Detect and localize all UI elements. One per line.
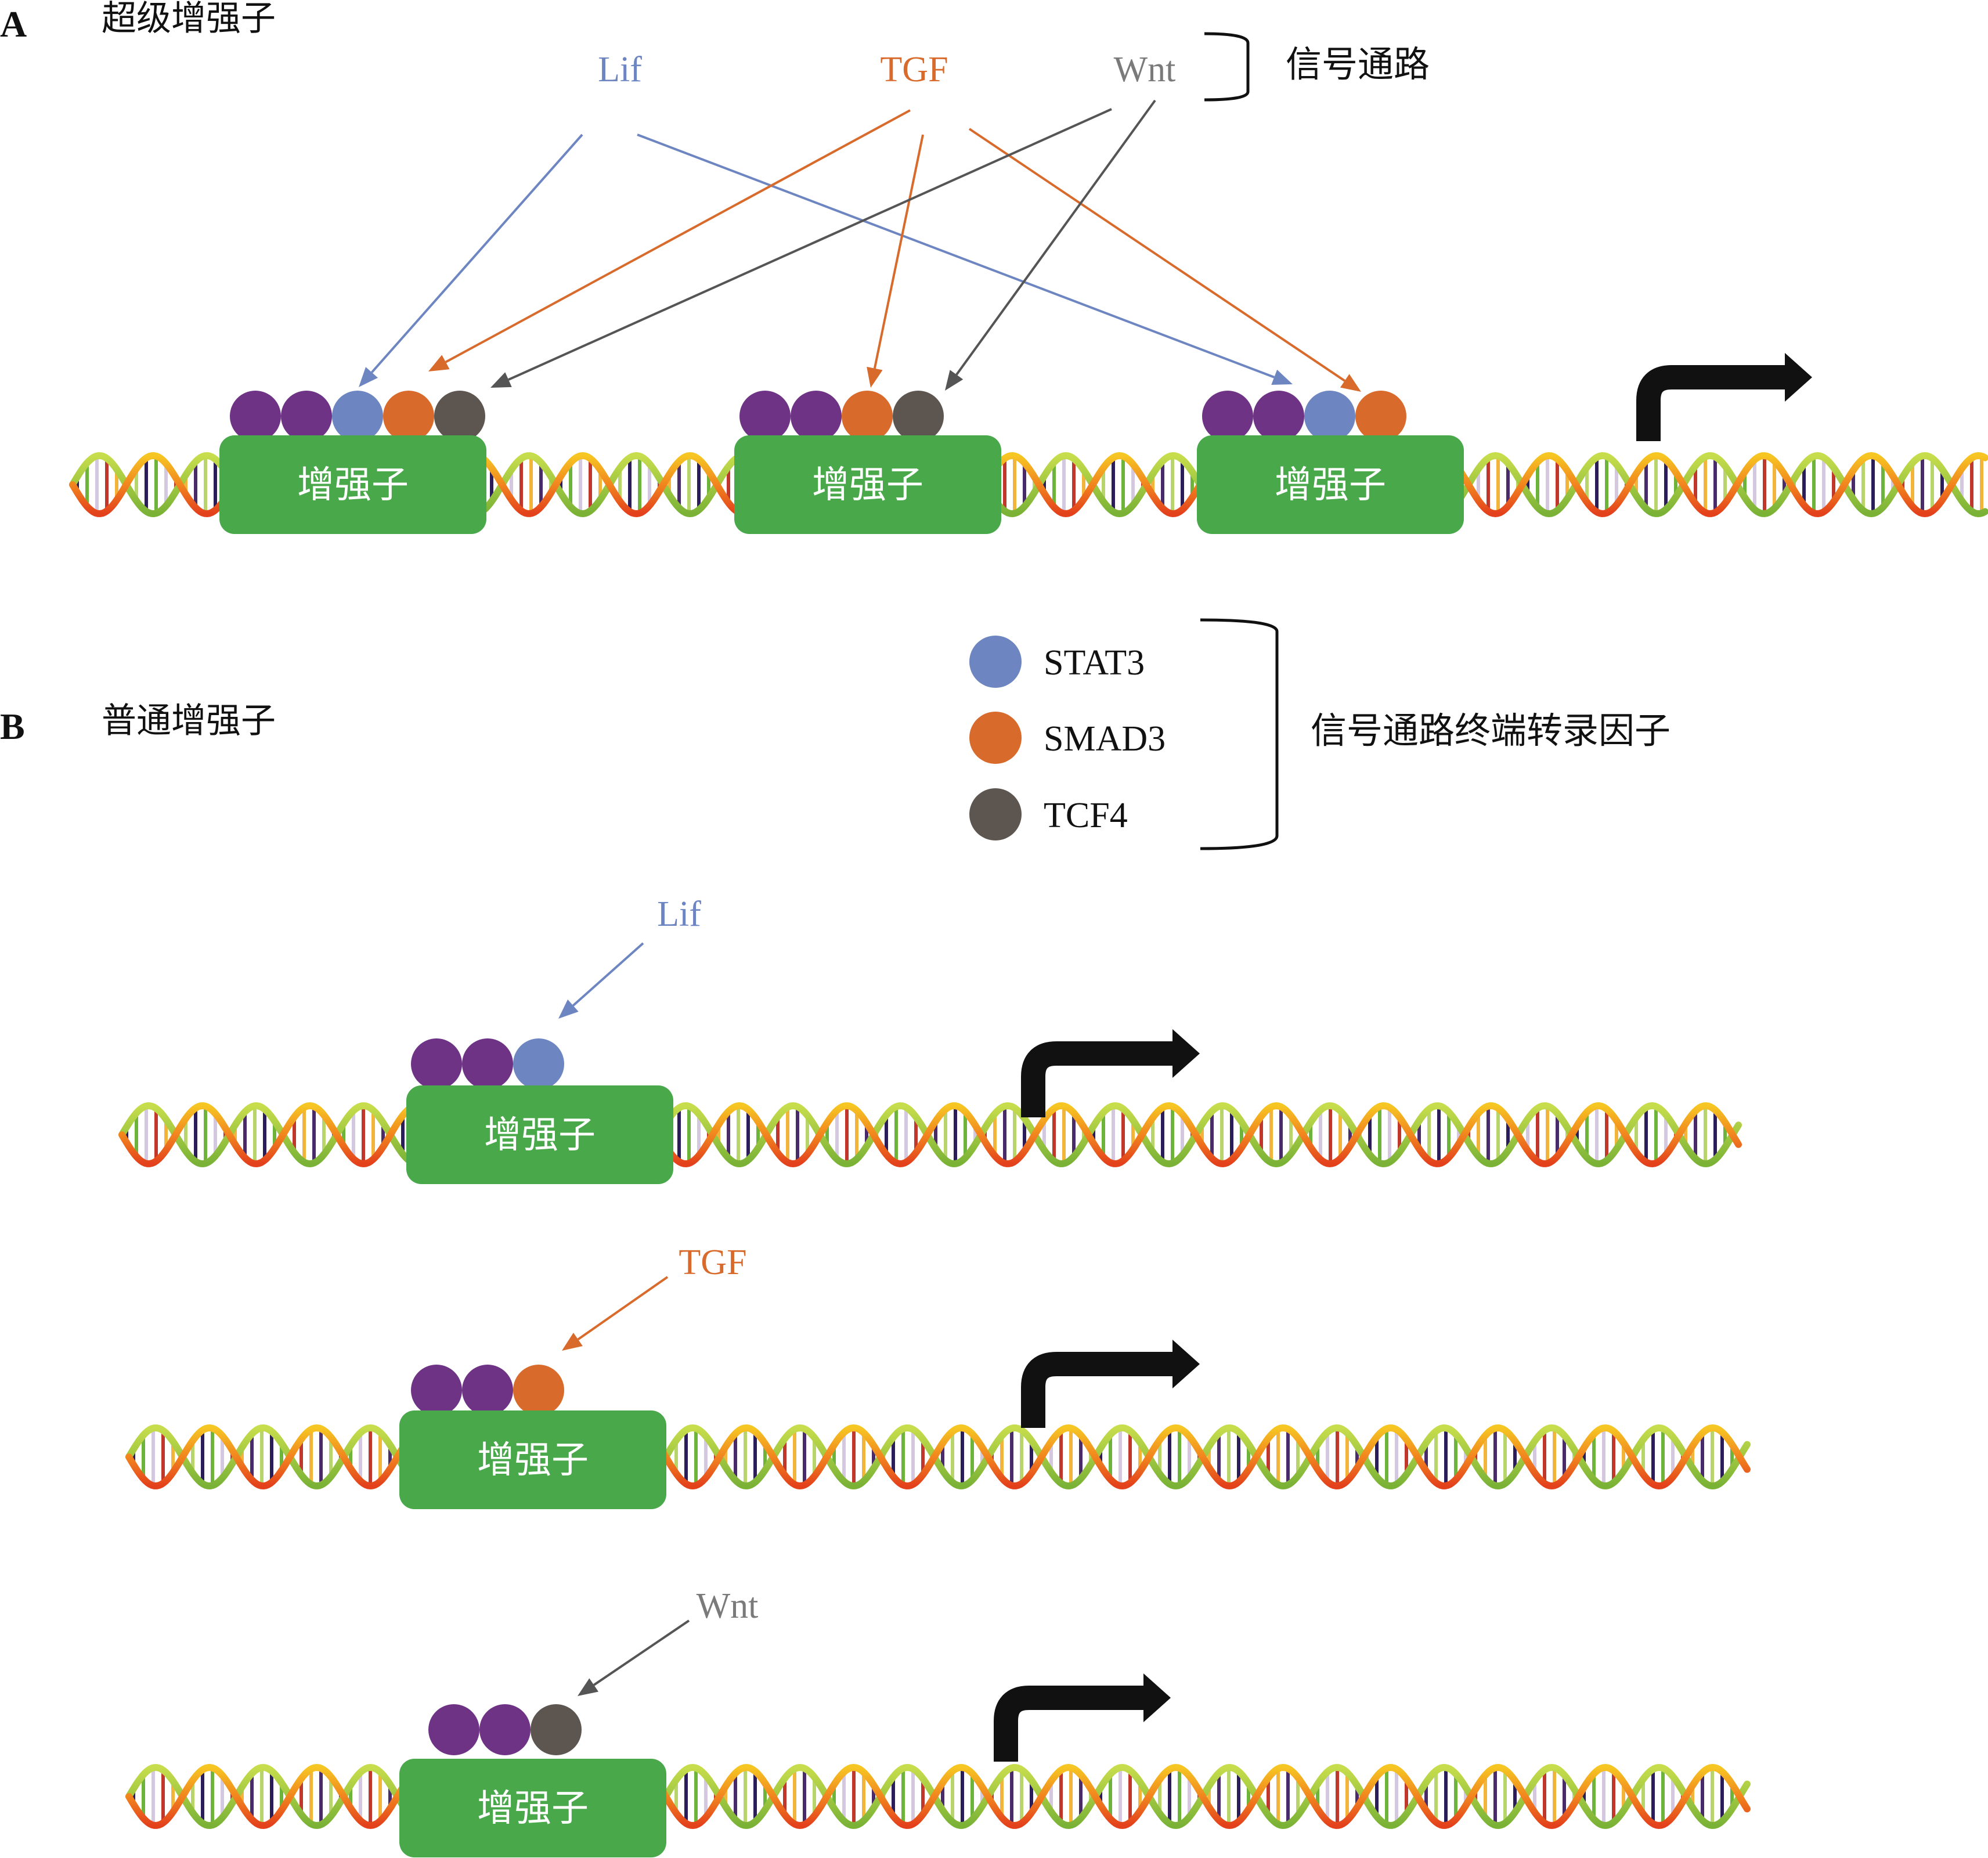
promoter-arrow-b1 [1021,1041,1175,1117]
promoter-arrow-b2 [1021,1352,1175,1428]
legend-swatch-smad3 [969,712,1022,764]
pathway-bracket [1204,32,1250,102]
signal-label-lif: Lif [598,50,642,89]
legend-label-stat3: STAT3 [1044,643,1145,683]
stat3-protein [513,1038,564,1089]
coactivator-protein [1253,391,1304,442]
promoter-arrow-head-b1 [1172,1029,1200,1078]
enhancer-group-b2: 增强子 [399,1365,666,1509]
legend: STAT3 SMAD3 TCF4 信号通路终端转录因子 [969,618,1671,850]
enhancer-box [406,1085,673,1184]
pathway-bracket-label: 信号通路 [1286,43,1430,85]
panel-a-title: 超级增强子 [102,0,276,39]
promoter-arrow-b3 [994,1686,1146,1762]
smad3-protein [513,1365,564,1416]
enhancer-label: 增强子 [484,1114,596,1157]
stat3-protein [332,391,383,442]
coactivator-protein [791,391,842,442]
enhancer-group-b3: 增强子 [399,1704,666,1857]
panel-b-letter: B [0,706,25,747]
signal-label-tgf: TGF [880,50,948,89]
promoter-arrow-head-a [1785,353,1812,402]
enhancer-label: 增强子 [1275,464,1386,507]
legend-label-tcf4: TCF4 [1044,796,1128,835]
enhancer-group-a2: 增强子 [734,391,1001,534]
signal-label-wnt: Wnt [1114,50,1176,89]
smad3-protein [842,391,893,442]
promoter-arrow-head-b3 [1143,1673,1171,1722]
legend-bracket [1200,618,1279,850]
coactivator-protein [1202,391,1253,442]
enhancer-box [399,1410,666,1509]
enhancer-box [1197,435,1464,534]
coactivator-protein [281,391,332,442]
panel-b-title: 普通增强子 [102,701,276,741]
dna-helix-b1 [118,1102,1742,1168]
enhancer-label: 增强子 [477,1439,589,1482]
enhancer-box [734,435,1001,534]
coactivator-protein [411,1365,462,1416]
coactivator-protein [479,1704,531,1755]
smad3-protein [383,391,434,442]
coactivator-protein [739,391,791,442]
tcf4-protein [434,391,485,442]
signal-label-wnt-b3: Wnt [697,1586,759,1626]
signal-label-tgf-b2: TGF [679,1243,746,1282]
smad3-protein [1355,391,1406,442]
panel-a-letter: A [0,3,27,45]
tcf4-protein [531,1704,582,1755]
legend-swatch-stat3 [969,636,1022,688]
signal-label-lif-b1: Lif [657,894,701,934]
tcf4-protein [893,391,944,442]
signal-arrows-a [359,99,1361,392]
promoter-arrow-a [1636,365,1788,441]
dna-helix-b2 [125,1424,1751,1490]
legend-bracket-label: 信号通路终端转录因子 [1311,709,1671,752]
legend-label-smad3: SMAD3 [1044,719,1166,759]
coactivator-protein [462,1365,513,1416]
coactivator-protein [230,391,281,442]
coactivator-protein [411,1038,462,1089]
enhancer-label: 增强子 [477,1787,589,1830]
enhancer-label: 增强子 [297,464,409,507]
legend-swatch-tcf4 [969,788,1022,840]
dna-helix-b3 [125,1763,1751,1830]
enhancer-box [399,1759,666,1857]
enhancer-group-a1: 增强子 [219,391,486,534]
enhancer-group-b1: 增强子 [406,1038,673,1184]
promoter-arrow-head-b2 [1172,1340,1200,1388]
enhancer-label: 增强子 [812,464,923,507]
signal-arrows-b [558,942,690,1696]
coactivator-protein [462,1038,513,1089]
coactivator-protein [428,1704,479,1755]
stat3-protein [1304,391,1355,442]
enhancer-group-a3: 增强子 [1197,391,1464,534]
enhancer-box [219,435,486,534]
